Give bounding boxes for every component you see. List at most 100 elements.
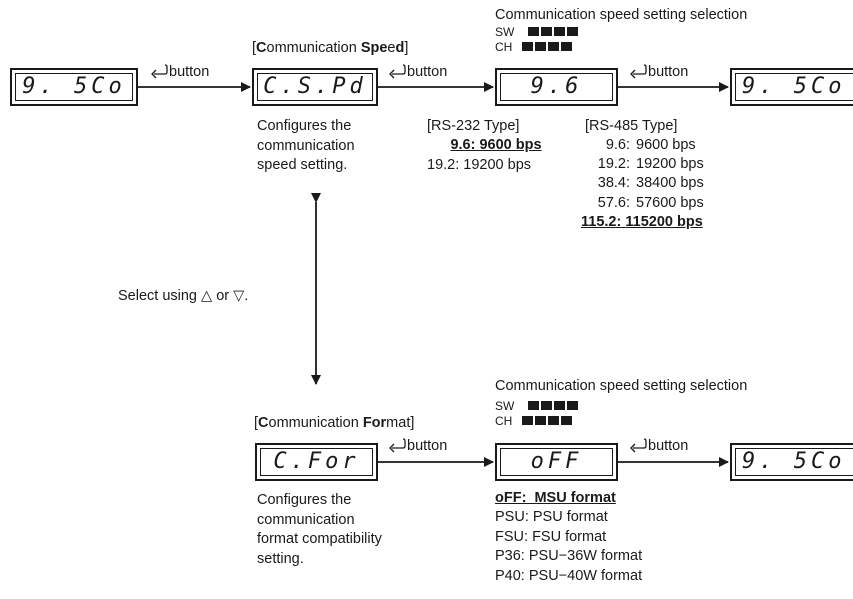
rs232-option-code: 9.6: (450, 137, 476, 153)
format-option-value: PSU format (532, 509, 608, 525)
cspd-description: Configures the communication speed setti… (257, 117, 355, 176)
display-cfor: C.For (255, 443, 378, 481)
display-start-top-value: 9. 5Co (22, 74, 126, 99)
format-default-code: oFF: (495, 490, 527, 506)
button-label-4: button (385, 437, 447, 455)
cfor-desc-line: format compatibility (257, 531, 382, 547)
format-option-code: PSU: (495, 509, 529, 525)
rs232-option-code: 19.2: (427, 157, 460, 173)
display-cspd: C.S.Pd (252, 68, 378, 106)
format-option: FSU: FSU format (495, 529, 606, 546)
rs485-title: [RS-485 Type] (585, 118, 678, 134)
rs485-default-text: 115.2: 115200 bps (581, 214, 703, 230)
display-speed-value: 9.6 (495, 68, 618, 106)
cspd-desc-line: Configures the (257, 118, 352, 134)
rs232-option-text: 9.6: 9600 bps (450, 137, 541, 153)
cfor-desc-line: setting. (257, 550, 304, 567)
cspd-header-open: [ (252, 40, 257, 56)
display-start-top: 9. 5Co (10, 68, 138, 106)
display-format-text: oFF (530, 449, 583, 474)
bottom-ch-squares (521, 415, 574, 428)
button-label-3-text: button (648, 64, 689, 80)
top-ch-indicator: CH (495, 41, 574, 54)
cfor-header-open: [ (254, 415, 259, 431)
rs485-option-value: 38400 bps (636, 175, 704, 191)
display-end-top: 9. 5Co (730, 68, 853, 106)
enter-key-icon (151, 64, 168, 79)
enter-key-icon (389, 438, 406, 453)
rs485-option-value: 19200 bps (636, 156, 704, 172)
rs232-option-value: 9600 bps (479, 137, 542, 153)
cspd-desc-line: speed setting. (257, 157, 348, 173)
format-option: P40: PSU−40W format (495, 568, 642, 585)
cspd-header-p2: e (387, 40, 396, 56)
enter-key-icon (630, 64, 647, 79)
display-format-value: oFF (495, 443, 618, 481)
format-option-value: PSU−36W format (528, 548, 643, 564)
bottom-selection-title: Communication speed setting selection (495, 378, 748, 394)
bottom-sw-squares (527, 400, 580, 413)
rs485-option: 19.2: (597, 156, 630, 172)
rs485-default-code: 115.2: (581, 214, 622, 230)
rs485-option-default: 115.2: 115200 bps (581, 214, 703, 231)
cfor-header-p2: mat (386, 415, 411, 431)
display-cspd-value: C.S.Pd (263, 74, 367, 99)
cfor-description: Configures the communication format comp… (257, 491, 382, 569)
top-sw-squares (527, 26, 580, 39)
display-end-bottom: 9. 5Co (730, 443, 853, 481)
button-label-1-text: button (169, 64, 210, 80)
format-option-code: P36: (495, 548, 525, 564)
button-label-5-text: button (648, 438, 689, 454)
cfor-desc-line: Configures the (257, 492, 352, 508)
format-option-default: oFF: MSU format (495, 490, 616, 507)
display-cfor-value: C.For (273, 449, 360, 474)
rs485-option: 38.4: (597, 175, 630, 191)
format-default-value: MSU format (534, 490, 616, 506)
cspd-header-p1: ommunication (266, 40, 361, 56)
display-end-top-value: 9. 5Co (742, 74, 846, 99)
button-label-5: button (626, 437, 688, 455)
display-speed-text: 9.6 (530, 74, 583, 99)
top-ch-label: CH (495, 40, 513, 54)
bottom-ch-indicator: CH (495, 415, 574, 428)
format-option-code: FSU: (495, 529, 529, 545)
cspd-header-b2: Spe (360, 40, 388, 56)
button-label-4-text: button (407, 438, 448, 454)
cspd-header-close: ] (404, 40, 409, 56)
rs485-option: 57.6: (597, 195, 630, 211)
format-option: P36: PSU−36W format (495, 548, 642, 565)
format-option-value: FSU format (532, 529, 607, 545)
button-label-3: button (626, 63, 688, 81)
rs232-option: 9.6: 9600 bps (426, 137, 566, 154)
cspd-header-b3: d (395, 40, 405, 56)
rs232-title: [RS-232 Type] (427, 118, 520, 134)
cfor-header-b1: C (258, 415, 269, 431)
display-end-bottom-value: 9. 5Co (742, 449, 846, 474)
top-selection-title: Communication speed setting selection (495, 7, 748, 23)
bottom-sw-label: SW (495, 399, 515, 413)
cspd-header: [Communication Speed] (252, 40, 408, 57)
format-option: PSU: PSU format (495, 509, 608, 526)
top-sw-label: SW (495, 25, 515, 39)
rs485-option: 9.6: (605, 137, 630, 153)
top-sw-indicator: SW (495, 26, 580, 39)
cfor-header-close: ] (410, 415, 415, 431)
cspd-header-b1: C (256, 40, 267, 56)
button-label-1: button (147, 63, 209, 81)
select-note: Select using △ or ▽. (118, 288, 249, 304)
rs485-option-value: 9600 bps (636, 137, 696, 153)
format-default-text: oFF: MSU format (495, 490, 616, 506)
cfor-header-p1: ommunication (268, 415, 363, 431)
top-ch-squares (521, 41, 574, 54)
cfor-header: [Communication Format] (254, 415, 414, 432)
bottom-sw-indicator: SW (495, 400, 580, 413)
cspd-desc-line: communication (257, 137, 355, 154)
cfor-header-b2: For (362, 415, 387, 431)
button-label-2-text: button (407, 64, 448, 80)
rs232-option: 19.2: 19200 bps (427, 157, 531, 174)
button-label-2: button (385, 63, 447, 81)
rs485-default-value: 115200 bps (625, 214, 703, 230)
cfor-desc-line: communication (257, 511, 355, 528)
enter-key-icon (389, 64, 406, 79)
enter-key-icon (630, 438, 647, 453)
